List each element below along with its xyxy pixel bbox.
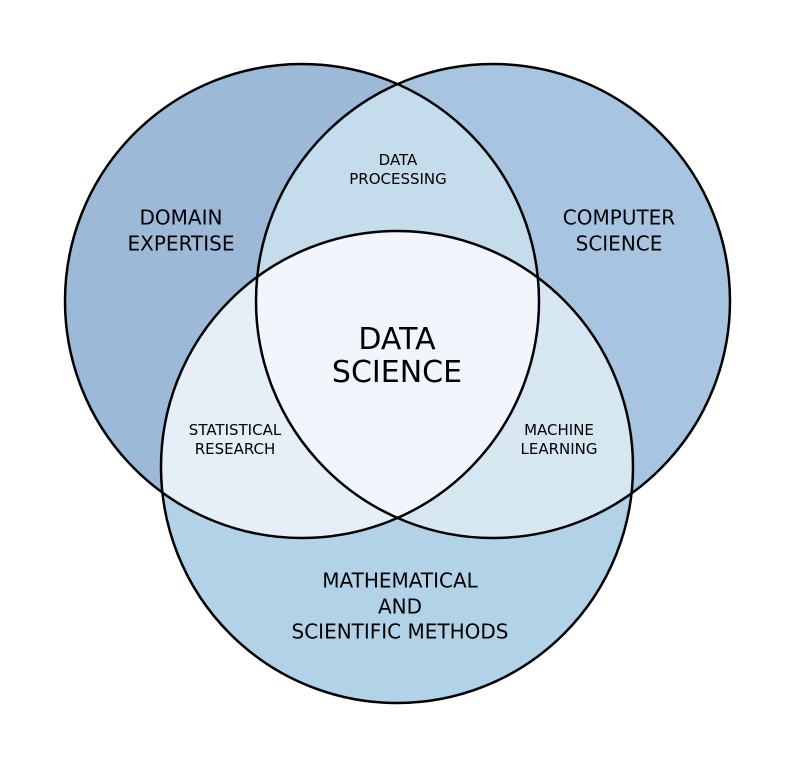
statistical-research-label: STATISTICAL RESEARCH [188,420,282,458]
data-science-region [256,231,539,538]
data-processing-label: DATA PROCESSING [349,150,447,188]
data-science-label: DATA SCIENCE [331,322,463,390]
machine-learning-label: MACHINE LEARNING [520,420,598,458]
domain-expertise-label: DOMAIN EXPERTISE [127,205,235,255]
computer-science-label: COMPUTER SCIENCE [562,205,676,255]
math-methods-label: MATHEMATICAL AND SCIENTIFIC METHODS [291,568,509,644]
